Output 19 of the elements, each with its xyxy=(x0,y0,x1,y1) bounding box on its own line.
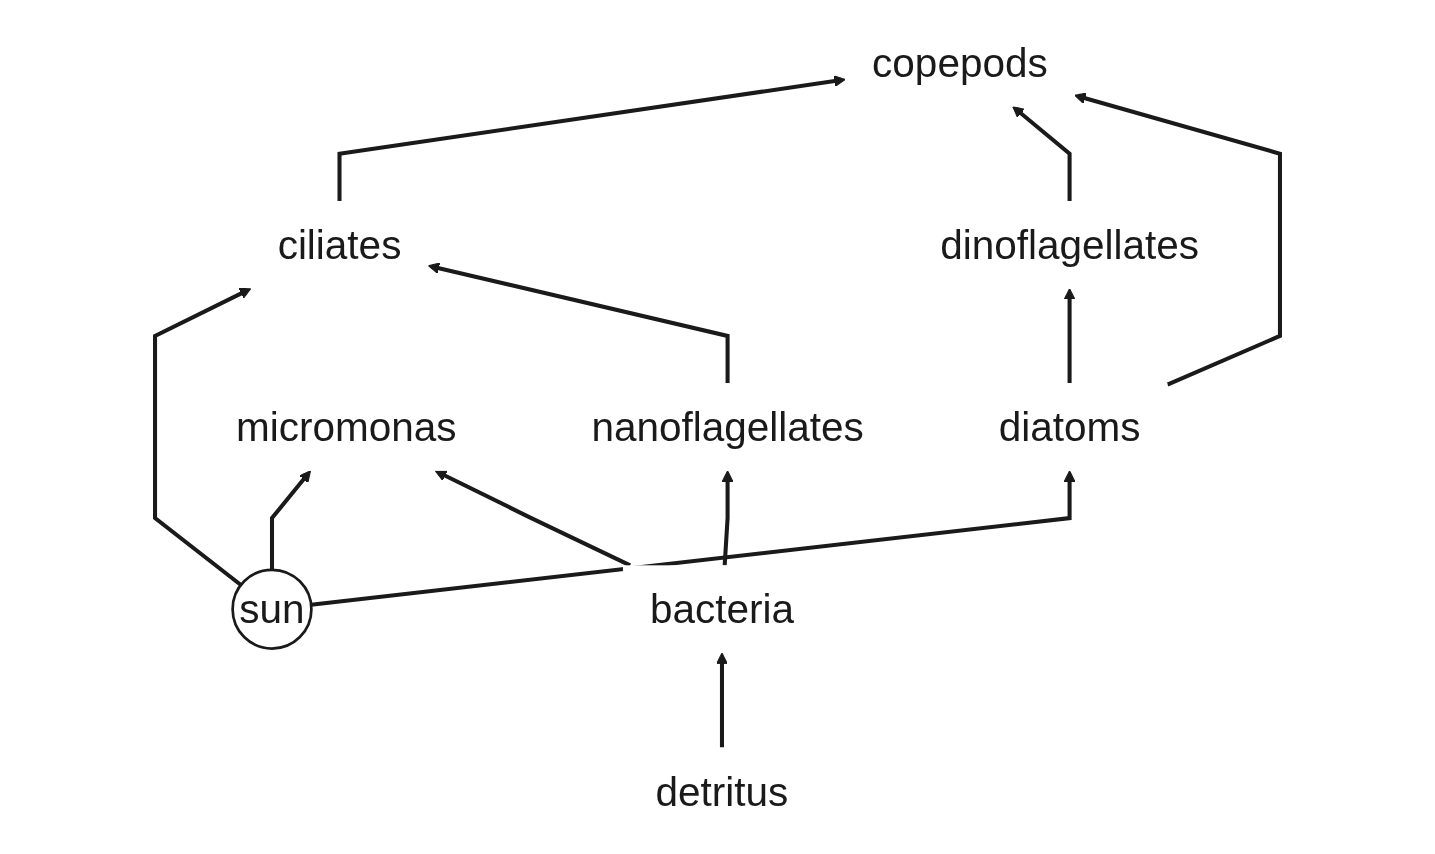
arrow xyxy=(427,262,730,384)
node-text: detritus xyxy=(655,769,789,814)
node-text: copepods xyxy=(872,40,1048,85)
arrow xyxy=(310,470,1076,607)
node-text: ciliates xyxy=(277,222,402,268)
node-text: nanoflagellates xyxy=(591,404,864,450)
arrow xyxy=(721,470,734,566)
node-text: micromonas xyxy=(236,404,457,450)
node-text: dinoflagellates xyxy=(940,222,1199,268)
arrow xyxy=(1012,105,1072,201)
arrow xyxy=(1063,288,1076,384)
arrow xyxy=(337,75,846,201)
arrow xyxy=(270,470,312,570)
arrow xyxy=(153,288,252,587)
arrow xyxy=(434,470,632,568)
node-circle: sun xyxy=(231,568,313,650)
arrow xyxy=(716,652,728,748)
arrow xyxy=(1074,92,1282,387)
node-text: diatoms xyxy=(998,404,1141,450)
